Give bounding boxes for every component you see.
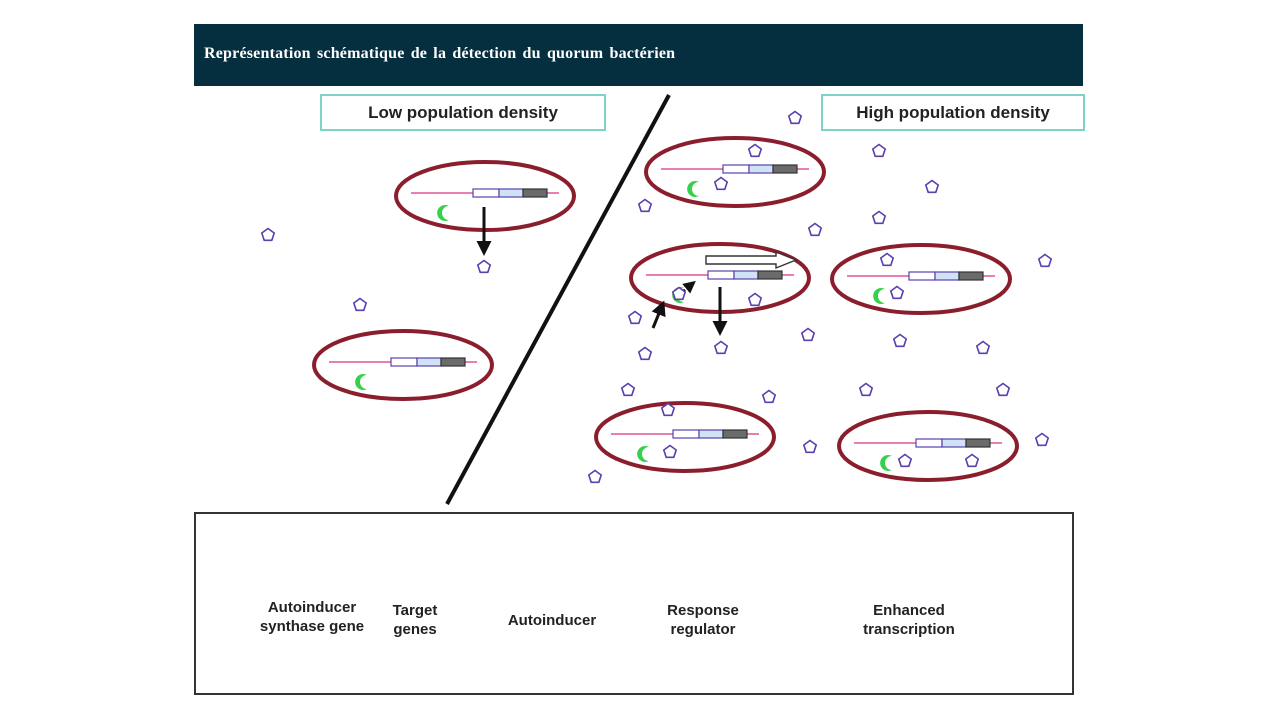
high-density-text: High population density [856, 102, 1050, 122]
cell-low-2 [314, 331, 492, 399]
legend-target-line2: genes [393, 621, 437, 638]
legend-autoinducer-label: Autoinducer [507, 612, 597, 629]
cell-high-3 [832, 245, 1010, 313]
legend-enhanced-line1: Enhanced [873, 602, 945, 619]
legend-response-line2: regulator [670, 621, 736, 638]
cell-high-4 [596, 403, 774, 471]
legend-response-line1: Response [667, 602, 739, 619]
low-density-text: Low population density [368, 102, 558, 122]
cell-high-5 [839, 412, 1017, 480]
legend-enhanced-label: Enhanced transcription [844, 601, 974, 639]
high-density-label: High population density [821, 94, 1085, 131]
cell-high-1 [646, 138, 824, 206]
legend-target-label: Target genes [380, 601, 450, 639]
low-density-label: Low population density [320, 94, 606, 131]
legend-synthase-label: Autoinducer synthase gene [252, 598, 372, 636]
binding-arrow [651, 300, 666, 329]
legend-synthase-line2: synthase gene [259, 618, 365, 635]
separator-line [445, 94, 671, 505]
title-bar: Représentation schématique de la détecti… [194, 24, 1083, 86]
enhanced-transcription-arrow [705, 250, 798, 270]
legend-synthase-line1: Autoinducer [267, 599, 357, 616]
page-title: Représentation schématique de la détecti… [204, 45, 676, 62]
legend-target-line1: Target [392, 602, 438, 619]
legend-box: Autoinducer synthase gene Target genes A… [194, 512, 1074, 695]
legend-response-label: Response regulator [648, 601, 758, 639]
legend-enhanced-line2: transcription [863, 621, 955, 638]
